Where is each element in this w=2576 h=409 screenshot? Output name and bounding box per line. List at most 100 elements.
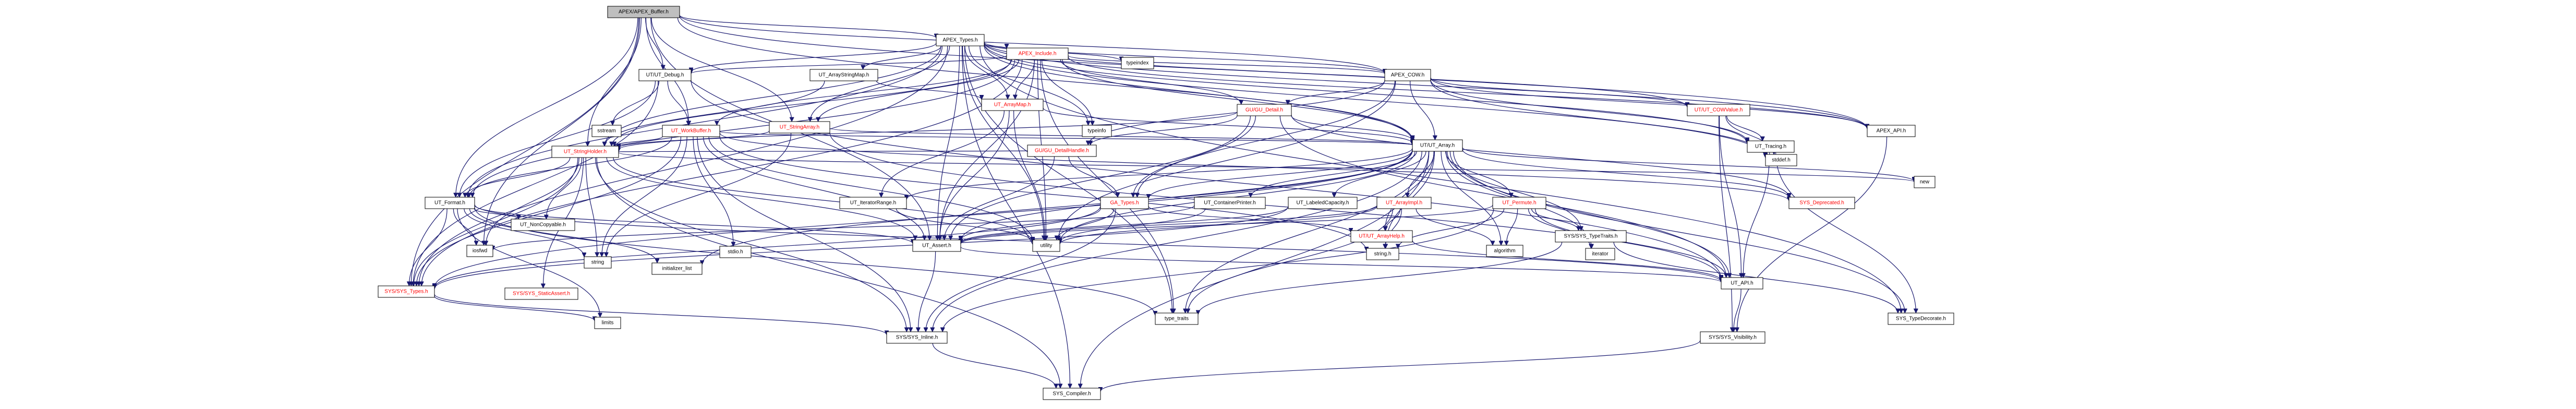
dependency-edge [1412,240,1721,281]
header-node[interactable]: UT_Assert.h [912,239,961,252]
node-box [981,99,1044,111]
dependency-edge [1447,151,1581,231]
dependency-edge [434,294,887,335]
header-node[interactable]: UT_ArrayMap.h [981,99,1044,111]
dependency-edge [940,110,1010,240]
header-node[interactable]: UT_API.h [1721,277,1763,290]
header-node[interactable]: typeinfo [1082,125,1112,137]
dependency-edge [1188,208,1393,313]
node-box [594,317,621,329]
dependency-edge [484,17,640,245]
header-node[interactable]: APEX_Types.h [936,34,985,46]
header-node[interactable]: SYS_Deprecated.h [1788,197,1855,209]
header-node[interactable]: UT_StringArray.h [769,121,830,134]
header-node[interactable]: string.h [1366,248,1399,260]
header-node[interactable]: GU/GU_DetailHandle.h [1027,145,1097,157]
header-node[interactable]: SYS/SYS_TypeTraits.h [1555,230,1627,243]
node-label: APEX_API.h [1877,128,1906,134]
header-node[interactable]: sstream [591,125,622,137]
dependency-edge [818,59,1019,122]
dependency-edge [697,136,911,332]
node-box [651,262,703,275]
header-node[interactable]: SYS/SYS_Visibility.h [1700,331,1765,344]
node-label: sstream [597,128,616,134]
header-node[interactable]: typeindex [1121,57,1154,69]
node-label: UT_IteratorRange.h [850,200,896,206]
dependency-edge [459,80,656,197]
header-node[interactable]: APEX_COW.h [1384,69,1431,81]
dependency-edges [409,15,1916,392]
header-node[interactable]: UT_StringHolder.h [551,146,619,158]
node-box [1027,145,1097,157]
node-box [839,197,907,209]
node-box [1914,176,1936,188]
header-node[interactable]: GU/GU_Detail.h [1237,104,1292,116]
node-label: UT/UT_COWValue.h [1695,107,1743,113]
dependency-edge [1291,115,1412,141]
header-node[interactable]: UT_ArrayStringMap.h [809,69,878,81]
header-node[interactable]: initializer_list [651,262,703,275]
header-node[interactable]: type_traits [1155,312,1199,325]
header-node[interactable]: limits [594,317,621,329]
header-node[interactable]: iterator [1585,248,1615,260]
header-node[interactable]: UT/UT_Debug.h [638,69,692,81]
node-label: limits [602,320,614,326]
header-node[interactable]: stddef.h [1765,154,1797,166]
dependency-edge [1133,115,1256,197]
header-node[interactable]: UT_IteratorRange.h [839,197,907,209]
dependency-edge [1058,80,1396,240]
node-box [1486,245,1523,257]
header-node[interactable]: UT_NonCopyable.h [511,219,575,231]
dependency-edge [411,17,639,286]
dependency-edge [1719,115,1741,278]
header-node[interactable]: SYS/SYS_Inline.h [886,331,948,344]
header-node[interactable]: UT_Permute.h [1492,197,1546,209]
dependency-edge [881,110,1005,197]
header-node[interactable]: new [1914,176,1936,188]
header-node[interactable]: SYS_TypeDecorate.h [1888,312,1954,325]
header-node[interactable]: algorithm [1486,245,1523,257]
header-node[interactable]: SYS/SYS_StaticAssert.h [504,287,578,300]
dependency-edge [937,45,960,240]
header-node[interactable]: UT/UT_Array.h [1412,139,1463,152]
header-node[interactable]: UT/UT_COWValue.h [1687,104,1750,116]
header-node[interactable]: UT_WorkBuffer.h [662,125,720,137]
node-box [886,331,948,344]
node-box [638,69,692,81]
dependency-edge [546,157,583,219]
header-node[interactable]: GA_Types.h [1100,197,1149,209]
node-label: SYS_Compiler.h [1053,391,1091,397]
header-node[interactable]: SYS/SYS_Types.h [378,285,435,298]
header-node[interactable]: stdio.h [719,246,752,258]
header-node[interactable]: UT_Format.h [425,197,475,209]
dependency-edge [1060,59,1241,105]
header-node[interactable]: UT_LabeledCapacity.h [1288,197,1358,209]
header-node[interactable]: APEX_API.h [1867,125,1916,137]
dependency-edge [1410,80,1435,140]
header-node[interactable]: UT_Tracing.h [1747,140,1795,153]
dependency-edge [1057,208,1115,240]
header-node[interactable]: UT_ContainerPrinter.h [1194,197,1266,209]
node-box [1100,197,1149,209]
header-node[interactable]: UT/UT_ArrayHelp.h [1350,230,1413,243]
header-node[interactable]: string [584,256,612,269]
header-node[interactable]: utility [1032,239,1060,252]
header-node[interactable]: APEX_Include.h [1006,47,1069,60]
node-label: UT_NonCopyable.h [520,222,566,228]
dependency-edge [486,157,579,245]
header-node[interactable]: SYS_Compiler.h [1043,388,1101,400]
dependency-edge [493,204,1195,250]
dependency-edge [1737,136,1888,332]
node-label: UT_ArrayImpl.h [1386,200,1422,206]
header-node[interactable]: UT_ArrayImpl.h [1376,197,1432,209]
dependency-edge [940,59,1035,240]
dependency-edge [588,17,642,146]
dependency-edge [1453,151,1905,313]
dependency-edge [1291,114,1789,198]
dependency-edge [414,157,578,286]
node-box [1585,248,1615,260]
header-node[interactable]: iosfwd [466,245,493,257]
dependency-edge [926,208,1116,332]
dependency-edge [1334,151,1426,197]
dependency-edge [1279,115,1726,278]
